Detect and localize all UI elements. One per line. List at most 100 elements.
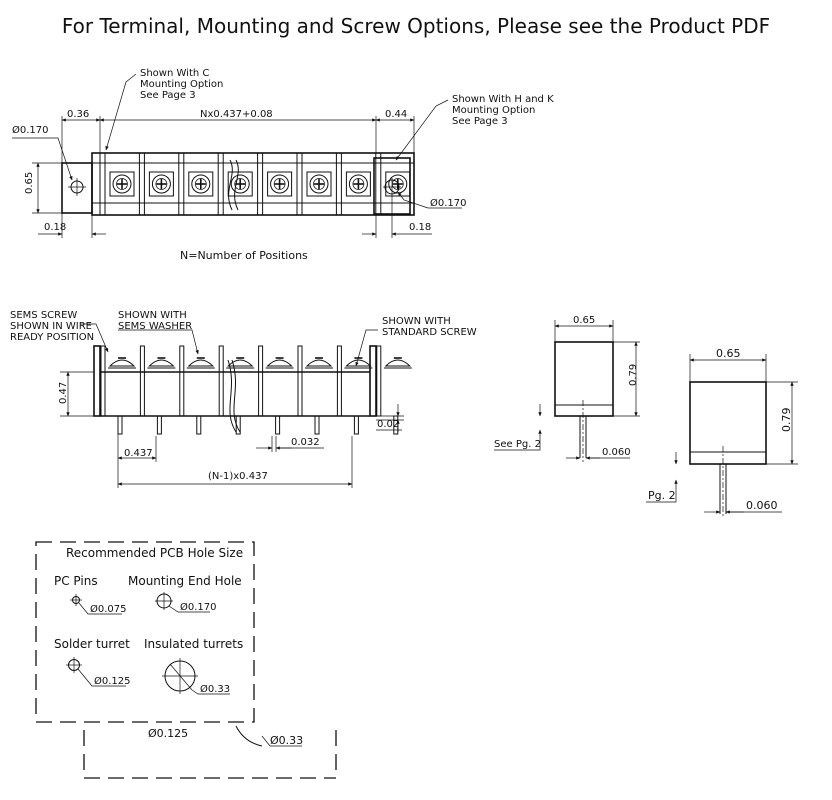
side-dim-pin-offset: 0.02 xyxy=(377,419,399,430)
end2-dim-width: 0.65 xyxy=(716,347,741,360)
callout-right-line2: Mounting Option xyxy=(452,105,535,116)
side-barrier xyxy=(297,345,303,417)
side-pin xyxy=(314,415,320,435)
side-barrier xyxy=(218,345,224,417)
side-pin xyxy=(275,415,281,435)
side-screw-head xyxy=(384,359,412,367)
barrier-wall xyxy=(178,152,185,216)
side-screw-head xyxy=(148,359,175,367)
pc-pins-label: PC Pins xyxy=(54,574,98,588)
screw-pocket xyxy=(267,171,293,197)
callout-right-line3: See Page 3 xyxy=(452,116,508,127)
screw-head xyxy=(151,174,171,194)
ghost-dim-b: Ø0.33 xyxy=(270,734,303,747)
side-barrier xyxy=(100,345,106,417)
end1-dim-pin: 0.060 xyxy=(602,447,631,458)
top-dim-hole-right: Ø0.170 xyxy=(430,197,467,209)
screw-head xyxy=(112,174,132,194)
screw-head xyxy=(191,174,211,194)
solder-label: Solder turret xyxy=(54,637,130,651)
side-screw-head xyxy=(345,359,372,367)
side-pin xyxy=(117,415,123,435)
barrier-wall xyxy=(375,152,382,216)
top-dim-left-width: 0.36 xyxy=(67,109,89,120)
screw-pocket xyxy=(345,171,371,197)
side-dim-total: (N-1)x0.437 xyxy=(208,471,268,482)
barrier-wall xyxy=(335,152,342,216)
positions-note: N=Number of Positions xyxy=(180,249,308,262)
top-dim-pitch: Nx0.437+0.08 xyxy=(200,109,273,120)
screw-recess xyxy=(273,178,286,190)
screw-recess xyxy=(313,178,325,190)
side-screw-head xyxy=(226,359,254,367)
side-screw-head xyxy=(266,359,293,367)
side-barrier xyxy=(336,345,342,417)
top-dim-offset-right: 0.18 xyxy=(409,222,431,233)
side-barrier xyxy=(376,345,382,417)
top-view: 0.36 Nx0.437+0.08 0.44 0.65 Ø0.170 0.18 … xyxy=(12,68,554,262)
insulated-label: Insulated turrets xyxy=(144,637,243,651)
callout-sems-washer-line2: SEMS WASHER xyxy=(118,321,192,332)
side-pin xyxy=(156,415,162,435)
callout-left-line1: Shown With C xyxy=(140,68,209,79)
screw-pocket xyxy=(188,171,214,197)
side-view: 0.47 0.02 0.437 0.032 (N-1)x0.437 SEMS S… xyxy=(10,310,477,488)
side-barrier xyxy=(139,345,145,417)
screw-head xyxy=(309,174,329,194)
pc-pins-dim: Ø0.075 xyxy=(90,603,127,615)
screw-head xyxy=(270,174,290,194)
callout-right-line1: Shown With H and K xyxy=(452,94,554,105)
side-dim-pitch: 0.437 xyxy=(124,448,153,459)
side-pin xyxy=(353,415,359,435)
end-view-2: 0.65 0.79 Pg. 2 0.060 xyxy=(646,347,798,518)
side-barrier xyxy=(179,345,185,417)
top-view-positions xyxy=(99,152,411,216)
screw-pocket xyxy=(227,171,253,197)
end2-dim-height: 0.79 xyxy=(780,408,793,433)
ghost-dim-a: Ø0.125 xyxy=(148,727,188,740)
top-view-body xyxy=(91,152,415,216)
side-barrier xyxy=(258,345,264,417)
side-screw-head xyxy=(187,359,215,367)
end2-dim-pin: 0.060 xyxy=(746,499,778,512)
screw-recess xyxy=(155,178,168,190)
callout-standard-screw-line1: SHOWN WITH xyxy=(382,316,451,327)
barrier-wall xyxy=(217,152,224,216)
side-screw-head xyxy=(305,359,333,367)
mounting-dim: Ø0.170 xyxy=(180,601,217,613)
callout-left-line3: See Page 3 xyxy=(140,90,196,101)
solder-dim: Ø0.125 xyxy=(94,675,131,687)
screw-recess xyxy=(234,178,247,190)
barrier-wall xyxy=(296,152,303,216)
callout-sems-screw-line1: SEMS SCREW xyxy=(10,310,77,321)
end-view-1-body xyxy=(554,341,614,417)
screw-pocket xyxy=(109,171,135,197)
side-view-positions xyxy=(100,345,412,435)
screw-pocket xyxy=(148,171,174,197)
barrier-wall xyxy=(99,152,106,216)
side-pin xyxy=(196,415,202,435)
callout-left-line2: Mounting Option xyxy=(140,79,223,90)
callout-sems-washer-line1: SHOWN WITH xyxy=(118,310,187,321)
end-view-2-body xyxy=(689,381,767,465)
callout-sems-screw-line2: SHOWN IN WIRE xyxy=(10,321,92,332)
barrier-wall xyxy=(138,152,145,216)
side-screw-head xyxy=(108,359,136,367)
screw-head xyxy=(230,174,250,194)
end2-ref-label: Pg. 2 xyxy=(648,489,676,502)
top-dim-right-width: 0.44 xyxy=(385,109,407,120)
screw-recess xyxy=(194,178,207,190)
side-dim-height: 0.47 xyxy=(58,382,69,404)
screw-recess xyxy=(116,178,128,190)
page-title: For Terminal, Mounting and Screw Options… xyxy=(61,14,771,38)
top-dim-height: 0.65 xyxy=(24,172,35,194)
callout-sems-screw-line3: READY POSITION xyxy=(10,332,94,343)
screw-recess xyxy=(352,178,365,190)
top-dim-hole-left: Ø0.170 xyxy=(12,124,49,136)
screw-head xyxy=(348,174,368,194)
barrier-wall xyxy=(257,152,264,216)
insulated-dim: Ø0.33 xyxy=(200,683,230,695)
end1-ref-label: See Pg. 2 xyxy=(494,439,541,450)
screw-pocket xyxy=(306,171,332,197)
